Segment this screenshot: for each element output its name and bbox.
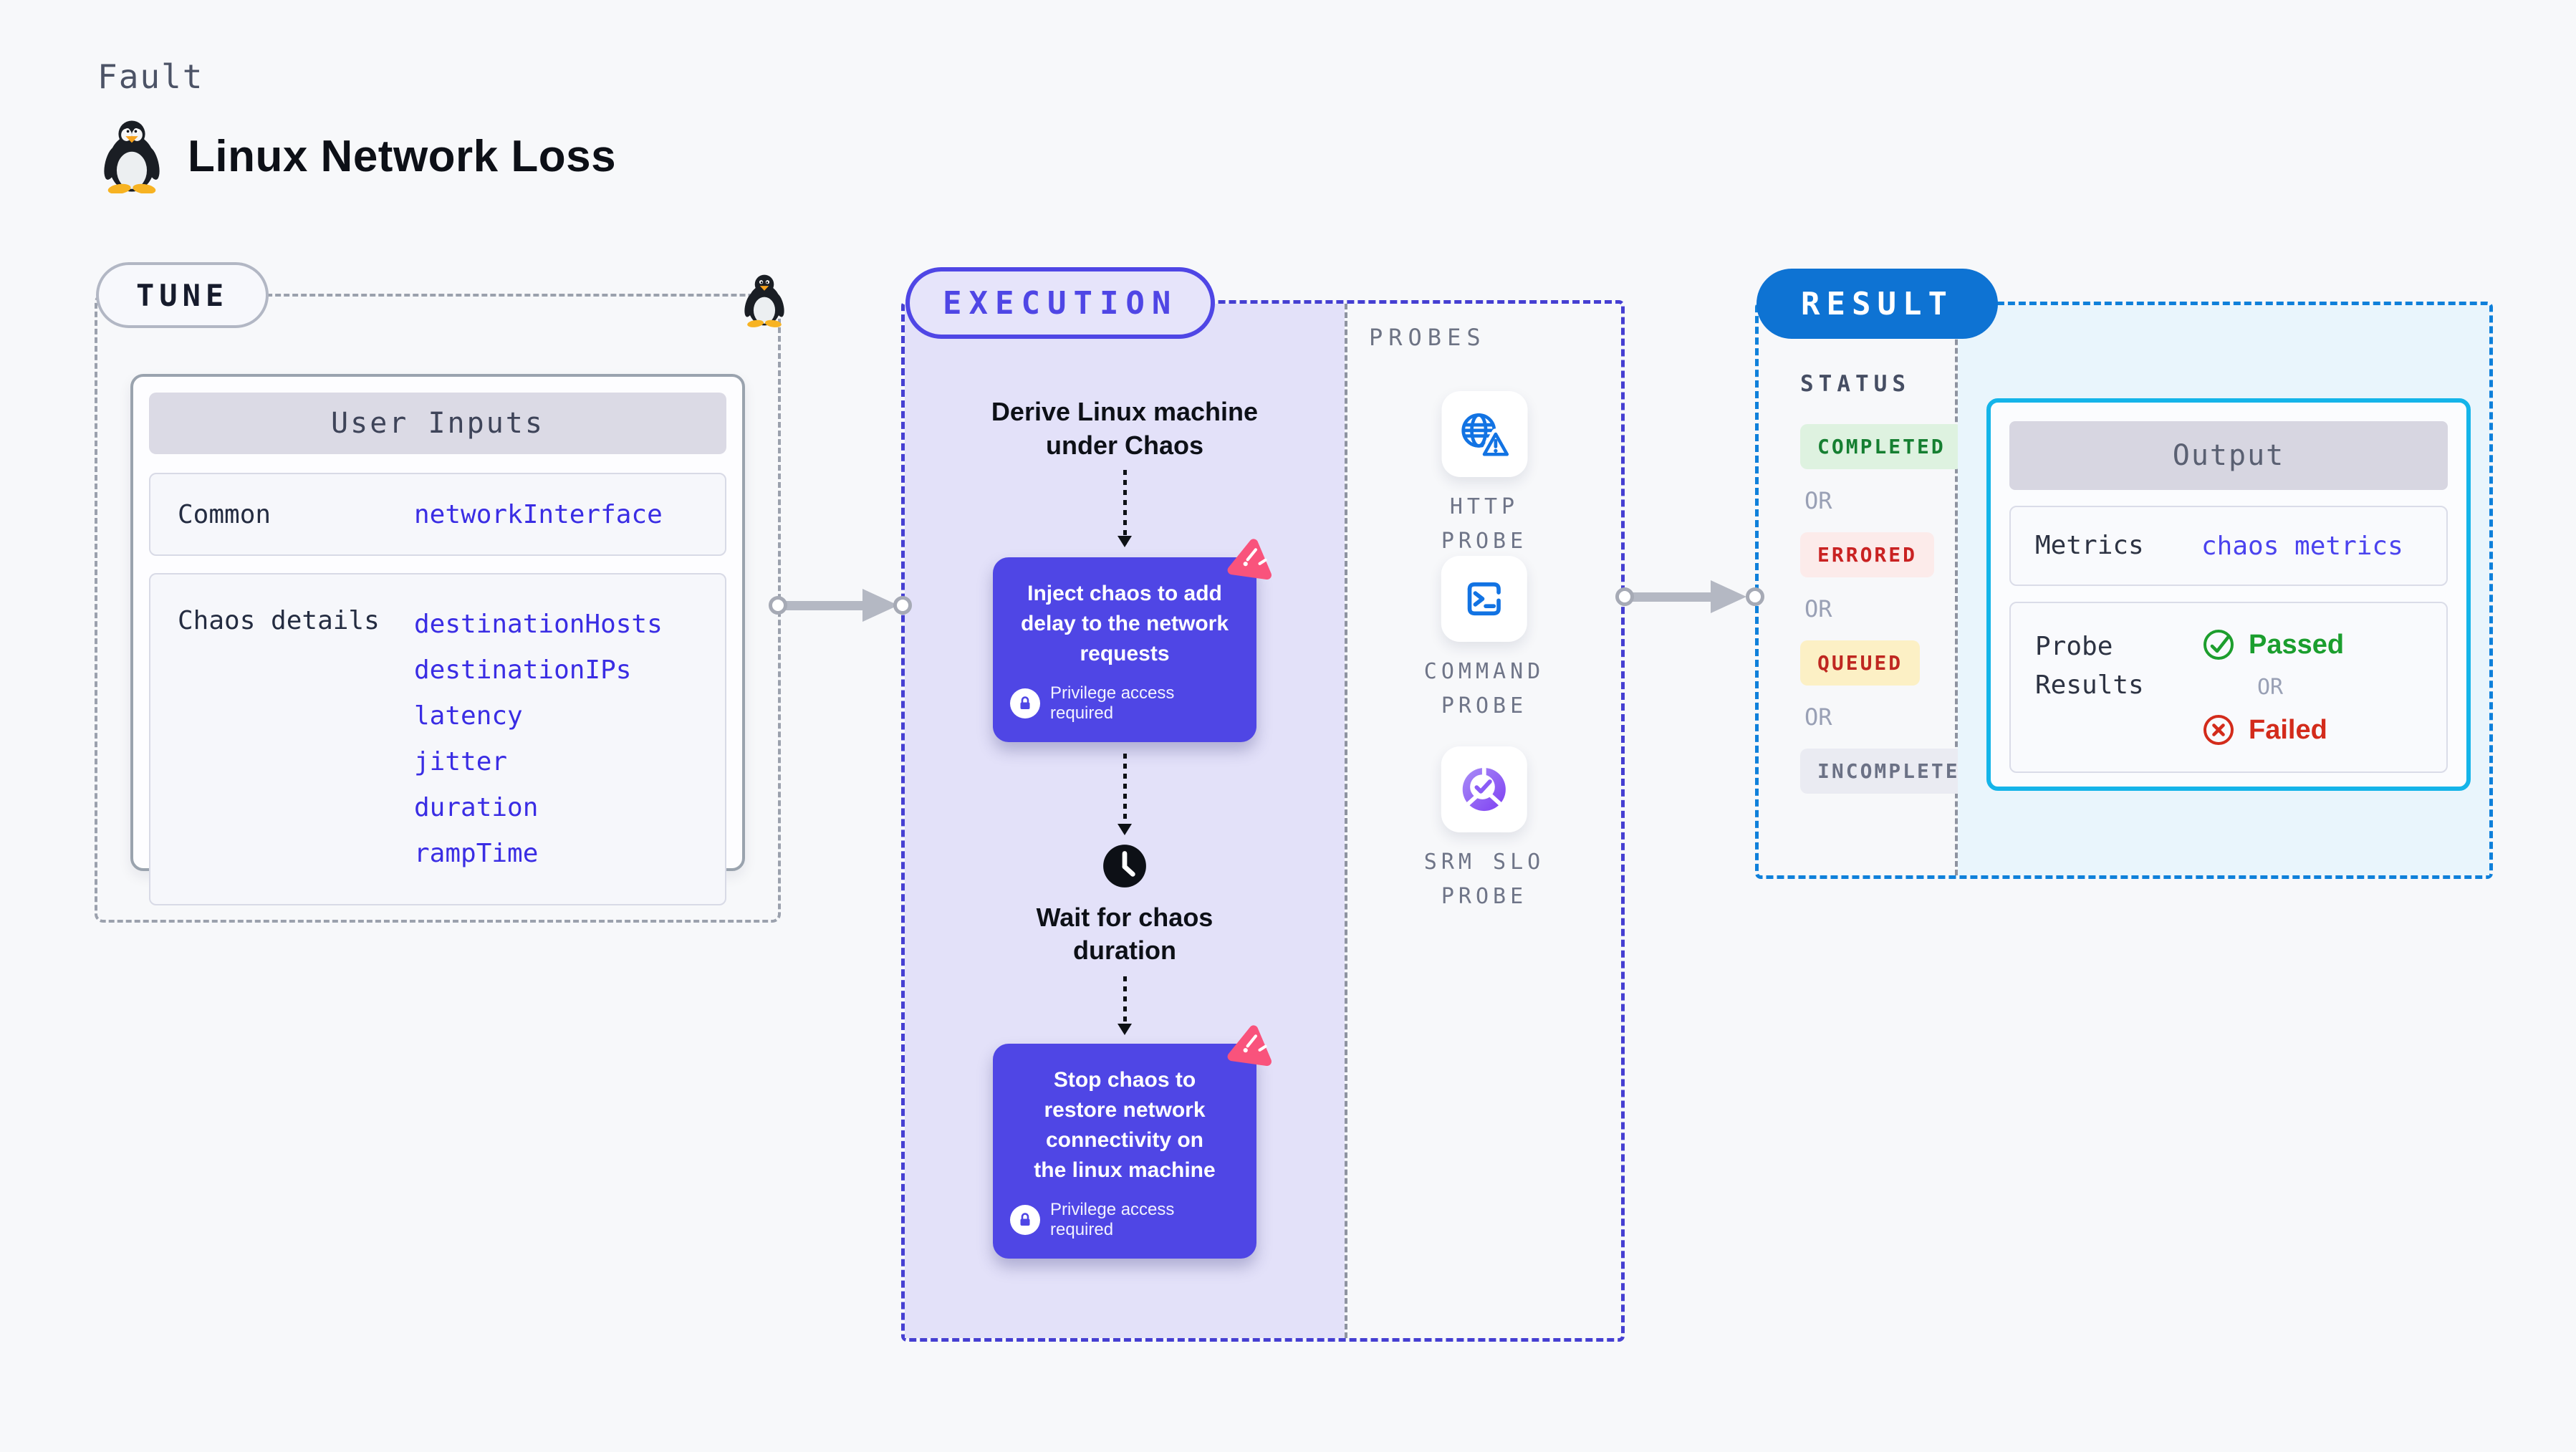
failed-row: Failed <box>2201 713 2344 747</box>
probe-results-label: Probe Results <box>2035 632 2144 700</box>
probe-item-command: COMMAND PROBE <box>1424 556 1544 723</box>
globe-warning-icon <box>1441 391 1527 477</box>
chaos-triangle-logo-icon <box>1227 1025 1272 1067</box>
probes-title: PROBES <box>1369 324 1486 351</box>
connector-port <box>1746 587 1764 606</box>
x-circle-icon <box>2203 715 2234 745</box>
row-value: rampTime <box>414 839 539 868</box>
connector-port <box>1615 587 1634 606</box>
output-card: Output Metrics chaos metrics Probe Resul… <box>1986 398 2471 791</box>
tune-to-execution-arrow <box>778 589 907 622</box>
passed-row: Passed <box>2201 628 2344 662</box>
flow-connector <box>1123 976 1127 1033</box>
execution-flow-panel: Derive Linux machine under Chaos Inject … <box>905 304 1345 1338</box>
slo-pie-check-icon <box>1441 746 1527 832</box>
row-value: duration <box>414 793 539 822</box>
row-value: destinationHosts <box>414 610 663 639</box>
status-column: STATUS COMPLETED OR ERRORED OR QUEUED OR… <box>1759 305 1991 875</box>
user-inputs-header: User Inputs <box>149 393 726 454</box>
row-value: jitter <box>414 747 508 777</box>
user-inputs-card: User Inputs Common networkInterface Chao… <box>130 374 745 905</box>
execution-pill: EXECUTION <box>905 267 1216 339</box>
privilege-label: Privilege access required <box>1050 683 1175 723</box>
table-row: Common networkInterface <box>149 473 726 556</box>
metrics-label: Metrics <box>2035 531 2144 560</box>
or-label: OR <box>1804 487 1832 514</box>
metrics-value: chaos metrics <box>2201 531 2403 561</box>
table-row: Chaos details destinationHosts destinati… <box>149 573 726 905</box>
tune-section: User Inputs Common networkInterface Chao… <box>95 294 781 923</box>
check-circle-icon <box>2203 630 2234 660</box>
row-value: destinationIPs <box>414 655 632 685</box>
probe-results-row: Probe Results Passed OR <box>2009 602 2448 773</box>
row-label: Common <box>178 499 271 529</box>
execution-section: Derive Linux machine under Chaos Inject … <box>901 300 1625 1342</box>
connector-port <box>769 596 787 615</box>
row-value: latency <box>414 701 523 731</box>
probe-label: COMMAND PROBE <box>1423 659 1545 718</box>
inject-chaos-label: Inject chaos to add delay to the network… <box>1020 581 1229 665</box>
status-title: STATUS <box>1800 371 1911 397</box>
lock-icon <box>1010 1205 1040 1236</box>
failed-label: Failed <box>2249 714 2327 745</box>
probes-panel: PROBES <box>1345 304 1621 1338</box>
tux-penguin-icon-small <box>744 274 784 327</box>
page-title: Linux Network Loss <box>188 131 617 181</box>
privilege-label: Privilege access required <box>1050 1200 1175 1240</box>
output-header: Output <box>2009 421 2448 490</box>
clock-icon <box>1103 844 1146 888</box>
terminal-icon <box>1441 556 1527 642</box>
passed-label: Passed <box>2249 629 2345 660</box>
status-stack: COMPLETED OR ERRORED OR QUEUED OR INCOMP… <box>1800 424 1991 794</box>
tune-pill: TUNE <box>96 262 269 328</box>
or-label: OR <box>2257 675 2284 700</box>
stop-chaos-label: Stop chaos to restore network connectivi… <box>1034 1068 1216 1183</box>
result-pill: RESULT <box>1756 269 1998 339</box>
probe-results-values: Passed OR Failed <box>2201 628 2344 747</box>
execution-to-result-arrow <box>1625 580 1755 613</box>
row-values: destinationHosts destinationIPs latency … <box>414 602 663 877</box>
probe-item-http: HTTP PROBE <box>1416 391 1553 559</box>
output-panel: Output Metrics chaos metrics Probe Resul… <box>1958 305 2489 875</box>
connector-port <box>893 596 912 615</box>
result-section: STATUS COMPLETED OR ERRORED OR QUEUED OR… <box>1755 302 2493 879</box>
step-derive-label: Derive Linux machine under Chaos <box>991 397 1259 460</box>
probe-label: HTTP PROBE <box>1441 494 1528 554</box>
tux-penguin-icon <box>104 120 160 193</box>
metrics-row: Metrics chaos metrics <box>2009 506 2448 586</box>
status-badge: COMPLETED <box>1800 424 1963 469</box>
privilege-row: Privilege access required <box>1010 1200 1239 1240</box>
privilege-row: Privilege access required <box>1010 683 1239 723</box>
flow-connector <box>1123 469 1127 544</box>
probe-label: SRM SLO PROBE <box>1423 850 1545 909</box>
inject-chaos-card: Inject chaos to add delay to the network… <box>993 538 1272 742</box>
step-wait-label: Wait for chaos duration <box>1036 902 1213 966</box>
or-label: OR <box>1804 595 1832 622</box>
fault-kicker: Fault <box>97 57 204 96</box>
lock-icon <box>1010 688 1040 718</box>
page-title-row: Linux Network Loss <box>100 119 616 193</box>
probe-item-srm-slo: SRM SLO PROBE <box>1424 746 1544 914</box>
flow-connector <box>1123 753 1127 832</box>
or-label: OR <box>1804 703 1832 731</box>
row-label: Chaos details <box>178 606 380 635</box>
status-badge: ERRORED <box>1800 532 1935 577</box>
status-badge: QUEUED <box>1800 640 1921 686</box>
chaos-triangle-logo-icon <box>1227 538 1272 580</box>
row-value: networkInterface <box>414 499 663 529</box>
stop-chaos-card: Stop chaos to restore network connectivi… <box>993 1025 1272 1259</box>
